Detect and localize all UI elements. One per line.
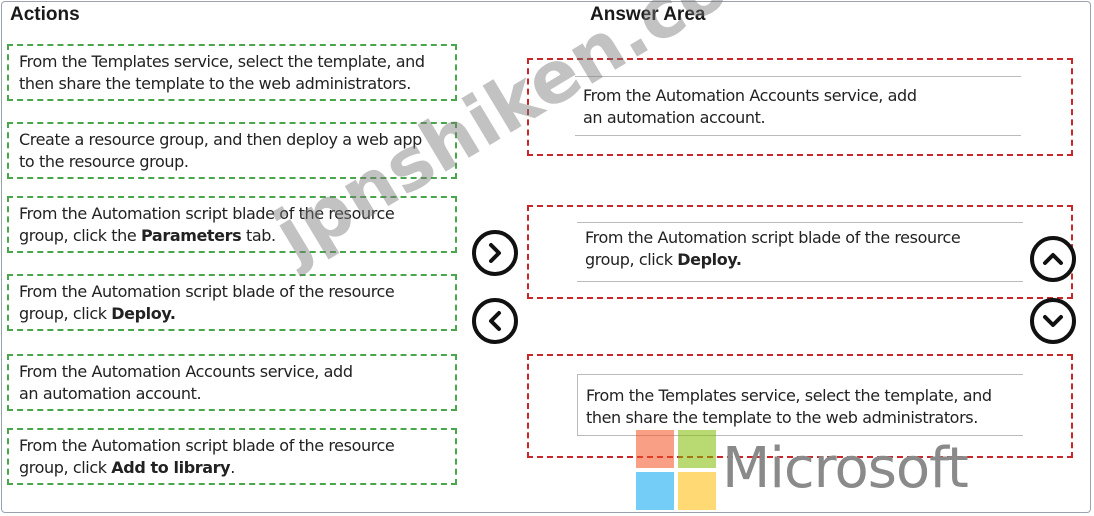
answer-item-2[interactable]: From the Automation script blade of the …: [577, 222, 1023, 282]
action-item-5[interactable]: From the Automation Accounts service, ad…: [7, 354, 457, 411]
action-item-6[interactable]: From the Automation script blade of the …: [7, 428, 457, 485]
microsoft-wordmark: Microsoft: [722, 436, 969, 501]
action-item-text: From the Automation script blade of the …: [19, 204, 395, 245]
chevron-right-icon: [489, 243, 501, 263]
action-item-text: Create a resource group, and then deploy…: [19, 130, 422, 171]
move-left-button[interactable]: [472, 298, 518, 344]
answer-slot-3[interactable]: [527, 354, 1073, 458]
action-item-text: From the Automation script blade of the …: [19, 436, 395, 477]
action-item-1[interactable]: From the Templates service, select the t…: [7, 44, 457, 101]
chevron-up-icon: [1043, 253, 1063, 265]
chevron-down-icon: [1043, 315, 1063, 327]
actions-heading: Actions: [10, 4, 80, 25]
microsoft-logo-icon: [636, 430, 716, 510]
chevron-left-icon: [489, 311, 501, 331]
answer-area-heading: Answer Area: [590, 4, 706, 25]
move-right-button[interactable]: [472, 230, 518, 276]
action-item-text: From the Automation Accounts service, ad…: [19, 362, 353, 403]
action-item-4[interactable]: From the Automation script blade of the …: [7, 274, 457, 331]
answer-item-3[interactable]: From the Templates service, select the t…: [577, 374, 1023, 436]
move-down-button[interactable]: [1030, 298, 1076, 344]
move-up-button[interactable]: [1030, 236, 1076, 282]
answer-item-1[interactable]: From the Automation Accounts service, ad…: [575, 76, 1021, 136]
action-item-3[interactable]: From the Automation script blade of the …: [7, 196, 457, 253]
answer-slot-1[interactable]: [527, 58, 1073, 156]
action-item-text: From the Automation script blade of the …: [19, 282, 395, 323]
action-item-2[interactable]: Create a resource group, and then deploy…: [7, 122, 457, 179]
action-item-text: From the Templates service, select the t…: [19, 52, 425, 93]
